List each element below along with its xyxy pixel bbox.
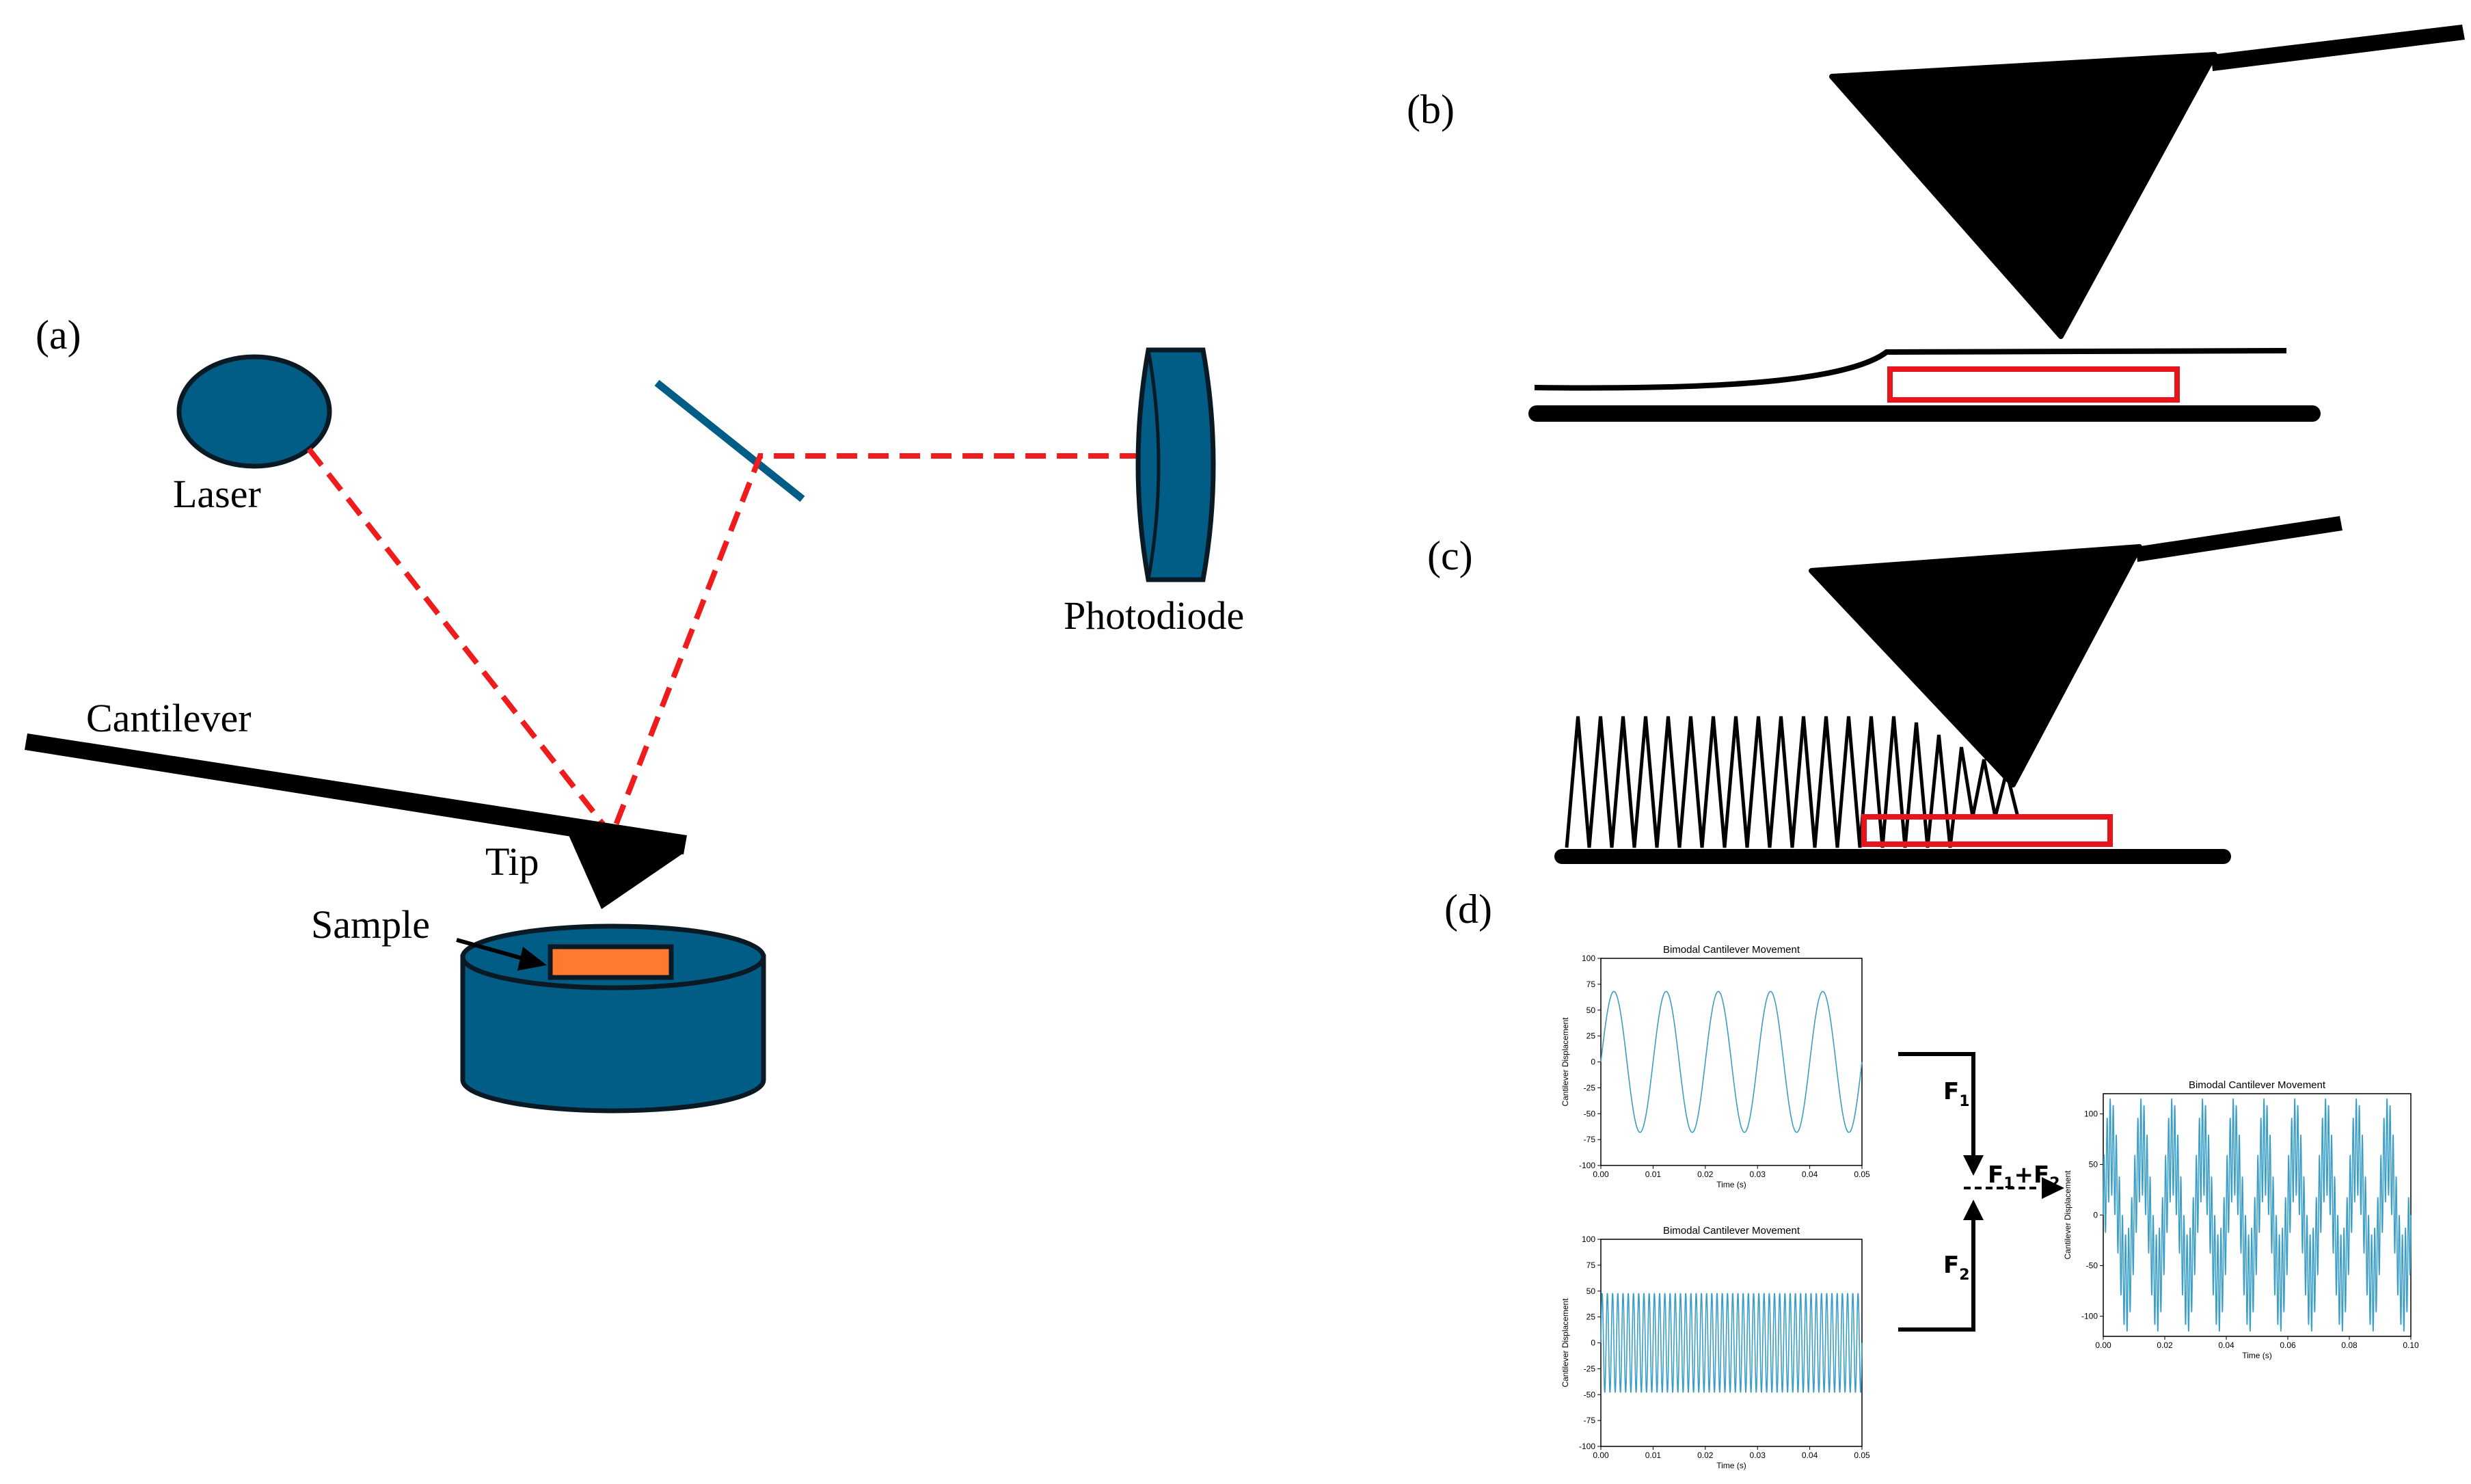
panel-b: (b) — [1407, 25, 2465, 422]
x-tick-label: 0.01 — [1645, 1170, 1662, 1179]
y-tick-label: -50 — [2086, 1260, 2098, 1270]
f2-arrow — [1898, 1219, 1975, 1332]
x-tick-label: 0.04 — [2218, 1340, 2234, 1350]
surface-contour-b — [1534, 348, 2287, 391]
y-tick-label: -25 — [1584, 1364, 1596, 1373]
y-axis-label: Cantilever Displacement — [1561, 1298, 1570, 1388]
x-tick-label: 0.03 — [1750, 1170, 1766, 1179]
combine-arrows — [1898, 1052, 2064, 1332]
x-tick-label: 0.05 — [1854, 1451, 1870, 1460]
sample-arrowhead — [517, 947, 547, 971]
panel-c: (c) — [1427, 516, 2342, 864]
y-tick-label: -100 — [1579, 1161, 1595, 1170]
sample-highlight-c — [1861, 814, 2113, 847]
panel-label-c: (c) — [1427, 533, 1473, 578]
x-tick-label: 0.00 — [2095, 1340, 2111, 1350]
x-tick-label: 0.00 — [1593, 1170, 1609, 1179]
y-tick-label: -25 — [1584, 1083, 1596, 1092]
panel-label-a: (a) — [36, 312, 81, 357]
y-tick-label: -50 — [1584, 1390, 1596, 1399]
y-axis-label: Cantilever Displacement — [2063, 1170, 2072, 1260]
afm-tip-b — [1829, 52, 2217, 339]
x-tick-label: 0.05 — [1854, 1170, 1870, 1179]
y-tick-label: 75 — [1586, 980, 1596, 989]
x-tick-label: 0.02 — [2157, 1340, 2173, 1350]
plot-title: Bimodal Cantilever Movement — [2189, 1079, 2326, 1091]
y-tick-label: 25 — [1586, 1031, 1596, 1041]
plot-title: Bimodal Cantilever Movement — [1663, 944, 1800, 956]
y-tick-label: 0 — [1591, 1338, 1595, 1348]
photodiode-label: Photodiode — [1064, 593, 1244, 638]
y-tick-label: 50 — [2089, 1160, 2098, 1170]
panel-label-b: (b) — [1407, 87, 1455, 132]
afm-tip-c — [1809, 544, 2142, 787]
x-tick-label: 0.04 — [1802, 1170, 1818, 1179]
sample-label: Sample — [311, 902, 430, 947]
x-tick-label: 0.06 — [2280, 1340, 2296, 1350]
cantilever-label: Cantilever — [86, 696, 252, 740]
y-tick-label: -75 — [1584, 1135, 1596, 1144]
x-tick-label: 0.02 — [1697, 1451, 1714, 1460]
y-tick-label: 100 — [2084, 1109, 2098, 1119]
signal-line — [1600, 990, 1863, 1133]
tapping-oscillation-trace — [1565, 716, 2020, 848]
y-tick-label: 0 — [2093, 1211, 2098, 1220]
cantilever-arm-b — [2211, 25, 2465, 71]
y-tick-label: -100 — [2081, 1311, 2098, 1321]
y-tick-label: 25 — [1586, 1312, 1596, 1322]
sum-arrowhead — [2042, 1177, 2064, 1199]
y-tick-label: 0 — [1591, 1057, 1595, 1067]
y-tick-label: 75 — [1586, 1260, 1596, 1270]
cantilever-beam — [25, 733, 687, 854]
f1-arrowhead — [1963, 1155, 1984, 1176]
f2-arrowhead — [1963, 1200, 1984, 1220]
x-axis-label: Time (s) — [2242, 1351, 2272, 1360]
y-tick-label: 50 — [1586, 1286, 1596, 1296]
signal-line — [1600, 1293, 1863, 1393]
y-tick-label: 100 — [1582, 1235, 1595, 1244]
afm-tip — [569, 835, 684, 909]
panel-label-d: (d) — [1444, 887, 1492, 932]
y-tick-label: -50 — [1584, 1109, 1596, 1118]
x-axis-label: Time (s) — [1716, 1461, 1746, 1470]
x-tick-label: 0.03 — [1750, 1451, 1766, 1460]
laser-source — [176, 354, 332, 469]
laser-beam — [306, 447, 1136, 841]
y-axis-label: Cantilever Displacement — [1561, 1017, 1570, 1107]
cantilever-arm-c — [2136, 516, 2342, 562]
y-tick-label: -75 — [1584, 1416, 1596, 1425]
y-tick-label: 50 — [1586, 1006, 1596, 1015]
f1-arrow — [1898, 1052, 1975, 1157]
panel-a: (a) Laser Photodiode Cantilever Tip Samp… — [25, 312, 1244, 1114]
tip-label: Tip — [485, 839, 539, 884]
x-axis-label: Time (s) — [1716, 1180, 1746, 1189]
x-tick-label: 0.01 — [1645, 1451, 1662, 1460]
sample — [548, 944, 674, 980]
f2-label: F2 — [1943, 1252, 1970, 1284]
signal-line — [2103, 1098, 2412, 1332]
laser-label: Laser — [173, 472, 261, 516]
photodiode — [1135, 347, 1216, 582]
x-tick-label: 0.08 — [2341, 1340, 2358, 1350]
sample-highlight-b — [1887, 366, 2180, 403]
y-tick-label: -100 — [1579, 1442, 1595, 1451]
f1-label: F1 — [1943, 1078, 1970, 1110]
plot-title: Bimodal Cantilever Movement — [1663, 1225, 1800, 1237]
sample-arrow — [456, 938, 530, 962]
x-tick-label: 0.00 — [1593, 1451, 1609, 1460]
x-tick-label: 0.02 — [1697, 1170, 1714, 1179]
y-tick-label: 100 — [1582, 954, 1595, 963]
sum-label: F1+F2 — [1988, 1161, 2060, 1192]
x-tick-label: 0.10 — [2403, 1340, 2419, 1350]
mirror — [654, 379, 805, 502]
x-tick-label: 0.04 — [1802, 1451, 1818, 1460]
